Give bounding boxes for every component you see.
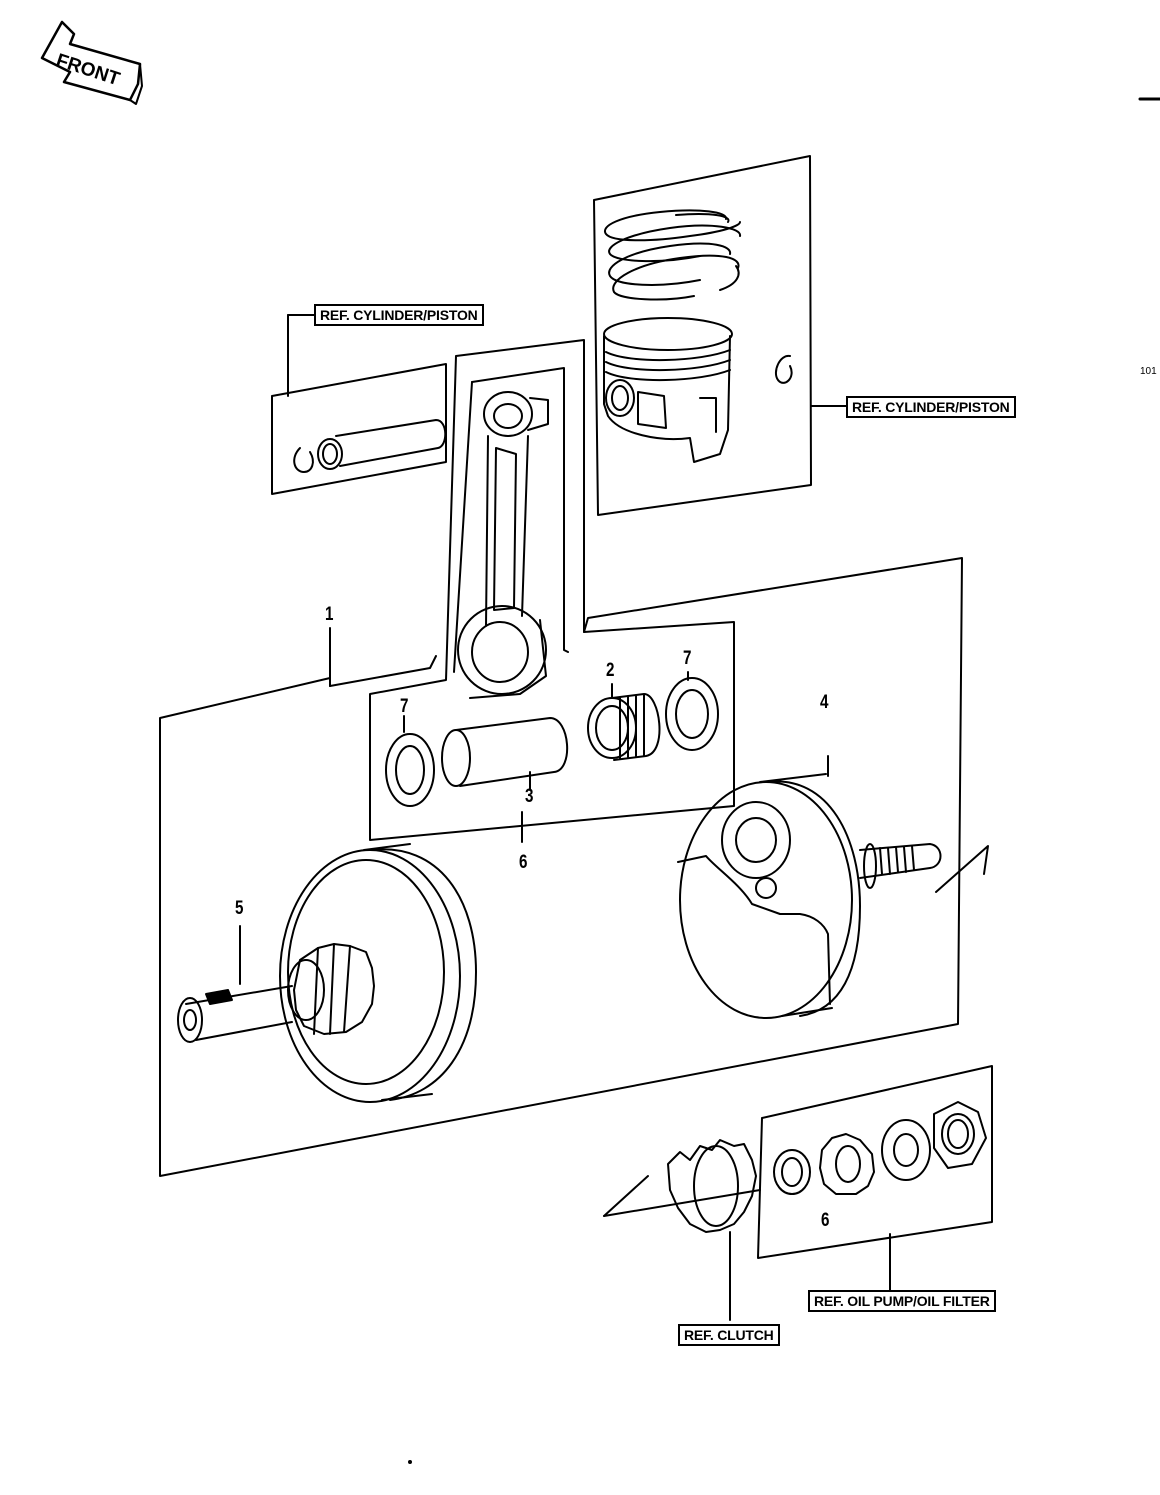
ref-cylinder-piston-right: REF. CYLINDER/PISTON — [846, 396, 1016, 418]
callout-7-right: 7 — [683, 648, 692, 669]
left-crank-flywheel — [279, 843, 477, 1103]
piston-pin-group — [271, 314, 447, 495]
callout-6: 6 — [519, 852, 528, 873]
connecting-rod — [457, 391, 549, 699]
callout-6-lower: 6 — [821, 1210, 830, 1231]
callout-3: 3 — [525, 786, 534, 807]
break-line-right — [935, 845, 989, 893]
piston-group-frame — [593, 155, 812, 516]
ref-cylinder-piston-left: REF. CYLINDER/PISTON — [314, 304, 484, 326]
needle-bearing — [587, 683, 661, 761]
page-number: 101 — [1140, 366, 1157, 377]
crankshaft-assembly-frame — [159, 557, 963, 1177]
thrust-washer-left — [385, 715, 435, 807]
callout-7-left: 7 — [400, 696, 409, 717]
primary-gear — [667, 1139, 757, 1321]
callout-4: 4 — [820, 692, 829, 713]
thrust-washer-right — [665, 671, 719, 751]
right-crank-flywheel — [677, 755, 942, 1019]
piston-rings — [603, 209, 741, 301]
left-crankshaft-gear — [177, 925, 375, 1043]
piston-circlip-right — [774, 354, 793, 384]
callout-2: 2 — [606, 660, 615, 681]
break-line-lower — [603, 1175, 649, 1217]
callout-1: 1 — [325, 604, 334, 625]
ref-oil-pump-oil-filter: REF. OIL PUMP/OIL FILTER — [808, 1290, 996, 1312]
oil-pump-parts — [773, 1101, 987, 1195]
oil-pump-group-frame — [757, 1065, 993, 1291]
crank-pin — [441, 717, 568, 791]
front-arrow-icon — [40, 20, 143, 105]
piston — [603, 317, 733, 463]
callout-5: 5 — [235, 898, 244, 919]
conrod-group-frame — [369, 339, 735, 841]
ref-clutch: REF. CLUTCH — [678, 1324, 780, 1346]
